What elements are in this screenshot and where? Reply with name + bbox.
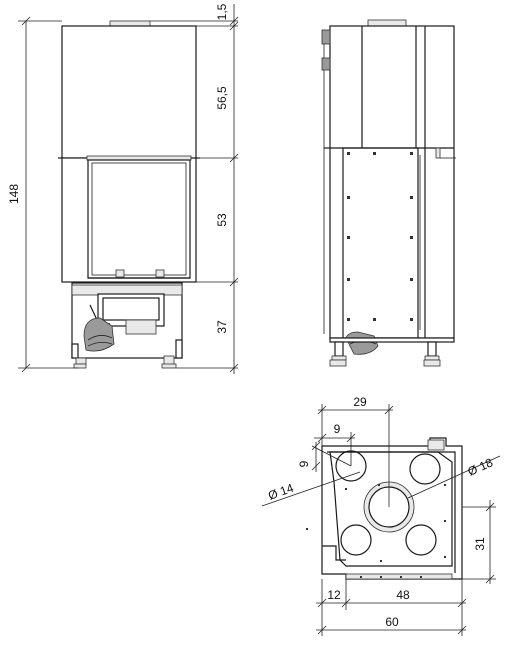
front-view: 148 1,5 56,5 53 37 bbox=[7, 3, 239, 374]
door-frame bbox=[61, 157, 197, 283]
side-chimney-collar bbox=[367, 19, 407, 27]
upper-casing bbox=[61, 25, 197, 159]
dim-offset-9-h: 9 bbox=[334, 422, 341, 436]
dim-upper-section: 56,5 bbox=[215, 86, 229, 110]
dim-diameter-18: Ø 18 bbox=[466, 455, 496, 479]
hole-bottom-right bbox=[405, 524, 437, 556]
dim-base-section: 37 bbox=[215, 320, 229, 334]
dim-depth-31: 31 bbox=[473, 537, 487, 551]
side-casing bbox=[329, 25, 455, 339]
dim-top-gap: 1,5 bbox=[215, 3, 229, 20]
side-view bbox=[321, 19, 456, 367]
dim-total-height: 148 bbox=[7, 184, 21, 204]
plan-plate bbox=[329, 451, 453, 567]
door-top-bar bbox=[86, 155, 192, 161]
hole-top-right bbox=[409, 453, 441, 485]
dim-offset-9-v: 9 bbox=[297, 460, 311, 467]
dim-width-48: 48 bbox=[396, 588, 410, 602]
dim-total-width-60: 60 bbox=[385, 615, 399, 629]
plan-view: 29 9 9 Ø 14 Ø 18 31 12 48 60 bbox=[261, 395, 501, 636]
dim-door-section: 53 bbox=[215, 213, 229, 227]
dim-margin-12: 12 bbox=[327, 588, 341, 602]
hole-bottom-left bbox=[340, 524, 372, 556]
chimney-collar bbox=[109, 20, 151, 27]
dim-width-29: 29 bbox=[353, 395, 367, 409]
